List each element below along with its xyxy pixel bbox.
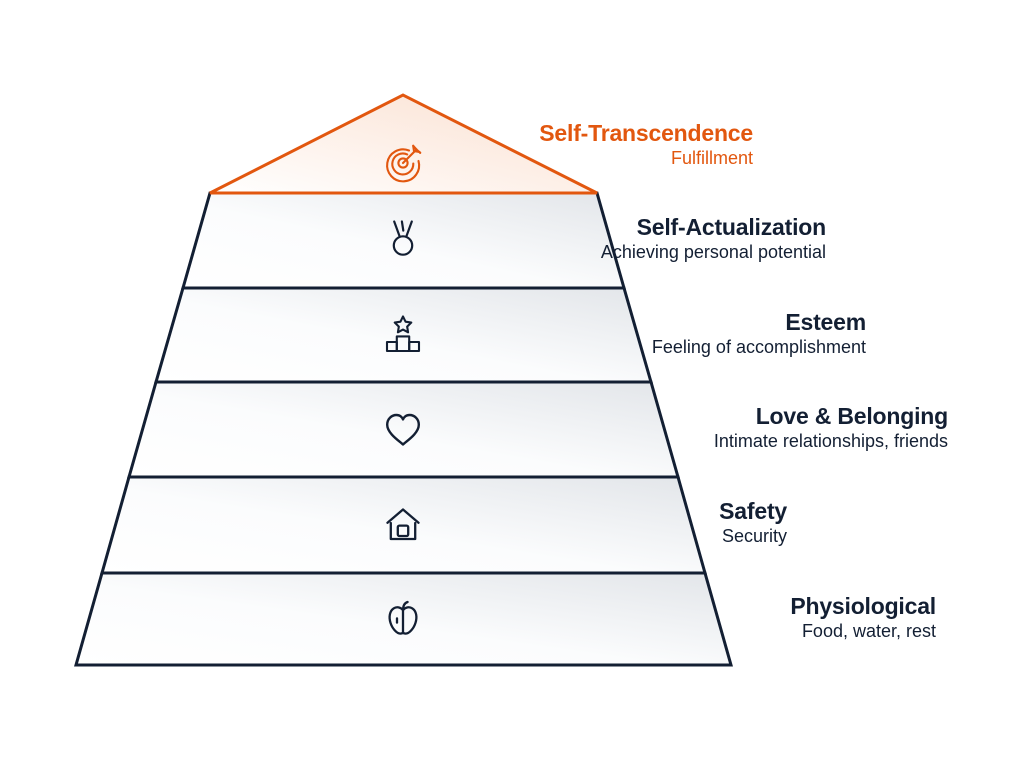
tier-subtitle-esteem: Feeling of accomplishment <box>651 337 866 358</box>
tier-label-self-transcendence[interactable]: Self-Transcendence Fulfillment <box>539 120 753 170</box>
tier-title-safety: Safety <box>719 498 787 524</box>
tier-subtitle-self-actualization: Achieving personal potential <box>600 242 826 263</box>
tier-title-esteem: Esteem <box>785 309 866 335</box>
tier-subtitle-safety: Security <box>721 526 787 547</box>
pyramid-tier-self-actualization[interactable] <box>181 191 626 290</box>
tier-subtitle-love-belonging: Intimate relationships, friends <box>713 431 948 452</box>
tier-label-self-actualization[interactable]: Self-Actualization Achieving personal po… <box>601 214 826 264</box>
tier-title-love-belonging: Love & Belonging <box>755 403 949 429</box>
medal-icon <box>392 220 414 256</box>
tier-label-physiological[interactable]: Physiological Food, water, rest <box>790 593 936 643</box>
tier-label-esteem[interactable]: Esteem Feeling of accomplishment <box>652 309 866 359</box>
tier-title-self-actualization: Self-Actualization <box>636 214 827 240</box>
heart-icon <box>386 413 420 446</box>
podium-star-icon <box>385 315 421 353</box>
pyramid-tier-self-transcendence[interactable] <box>209 93 598 195</box>
apple-icon <box>388 600 418 635</box>
target-icon <box>386 144 422 183</box>
house-icon <box>386 508 420 541</box>
tier-title-physiological: Physiological <box>790 593 936 619</box>
tier-label-safety[interactable]: Safety Security <box>719 498 787 548</box>
pyramid-tier-esteem[interactable] <box>154 286 653 384</box>
pyramid-tier-love-belonging[interactable] <box>127 380 680 479</box>
tier-label-love-belonging[interactable]: Love & Belonging Intimate relationships,… <box>714 403 948 453</box>
tier-subtitle-self-transcendence: Fulfillment <box>670 148 753 169</box>
tier-subtitle-physiological: Food, water, rest <box>801 621 936 642</box>
tier-title-self-transcendence: Self-Transcendence <box>539 120 753 146</box>
